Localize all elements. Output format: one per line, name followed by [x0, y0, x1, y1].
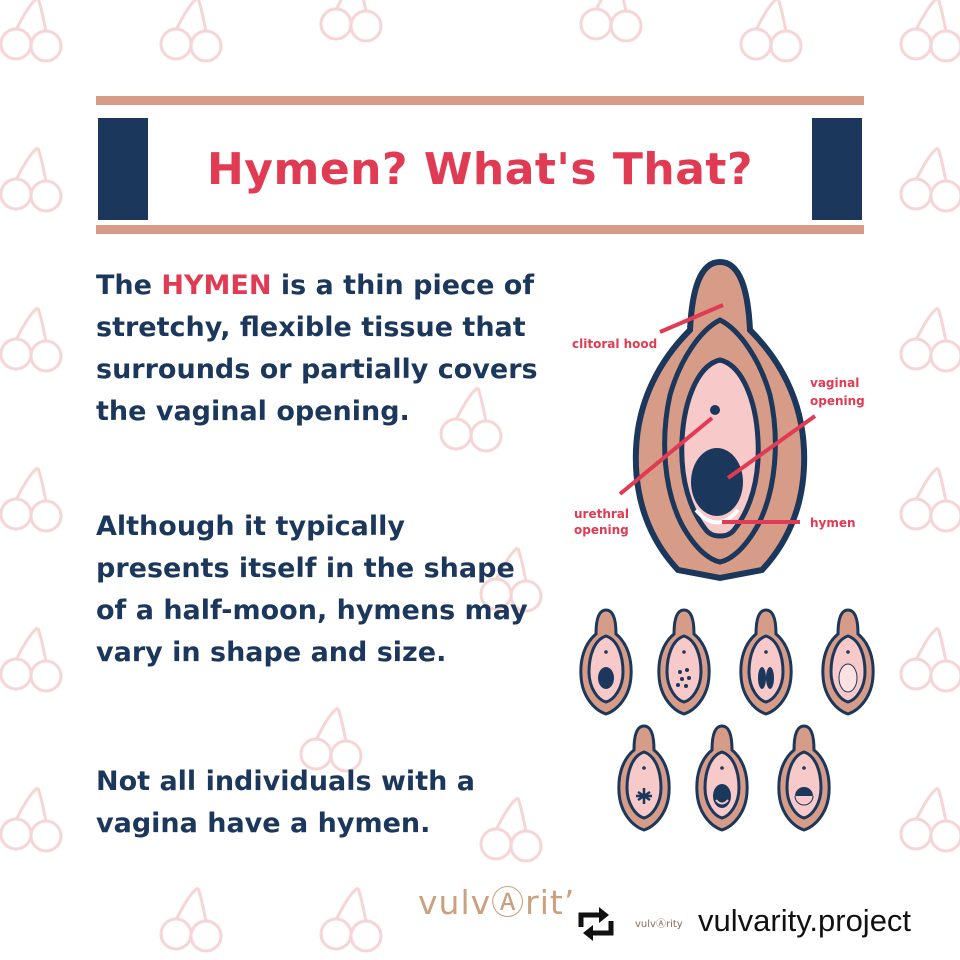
- main-vulva-illustration: [618, 258, 817, 582]
- mini-logo: vulvⒶrity: [635, 919, 683, 930]
- label-hymen: hymen: [810, 516, 856, 530]
- hymen-variation-crescentic: [695, 724, 749, 832]
- label-clitoral-hood: clitoral hood: [572, 337, 657, 351]
- vulva-diagram: clitoral hood vaginal opening urethral o…: [572, 258, 875, 832]
- paragraph-shape: Although it typically presents itself in…: [96, 511, 528, 668]
- paragraph-definition: The HYMEN is a thin piece of stretchy, f…: [96, 270, 538, 427]
- title-left-tab: [98, 118, 148, 220]
- vulvarity-logo: vulvⒶritʼ: [418, 883, 576, 922]
- label-urethral-opening-1: urethral: [574, 507, 629, 521]
- hymen-variation-cribriform: [657, 608, 711, 716]
- hymen-variation-septate: [739, 608, 793, 716]
- hymen-variation-microperforate: [777, 724, 831, 832]
- repost-icon[interactable]: [575, 905, 617, 943]
- account-handle[interactable]: vulvarity.project: [698, 903, 912, 938]
- top-rule: [96, 96, 864, 105]
- repost-attribution: vulvⒶrity vulvarity.project: [565, 893, 960, 953]
- title-right-tab: [812, 118, 862, 220]
- hymen-variation-annular: [579, 608, 633, 716]
- label-vaginal-opening-1: vaginal: [810, 376, 859, 390]
- hymen-variation-imperforate: [821, 608, 875, 716]
- bottom-rule: [96, 225, 864, 234]
- hymen-highlight: HYMEN: [161, 270, 272, 301]
- paragraph-not-all: Not all individuals with a vagina have a…: [96, 766, 475, 839]
- page-title: Hymen? What's That?: [206, 143, 753, 195]
- label-vaginal-opening-2: opening: [810, 394, 865, 408]
- label-urethral-opening-2: opening: [574, 523, 629, 537]
- hymen-variation-fimbriated: [617, 724, 671, 832]
